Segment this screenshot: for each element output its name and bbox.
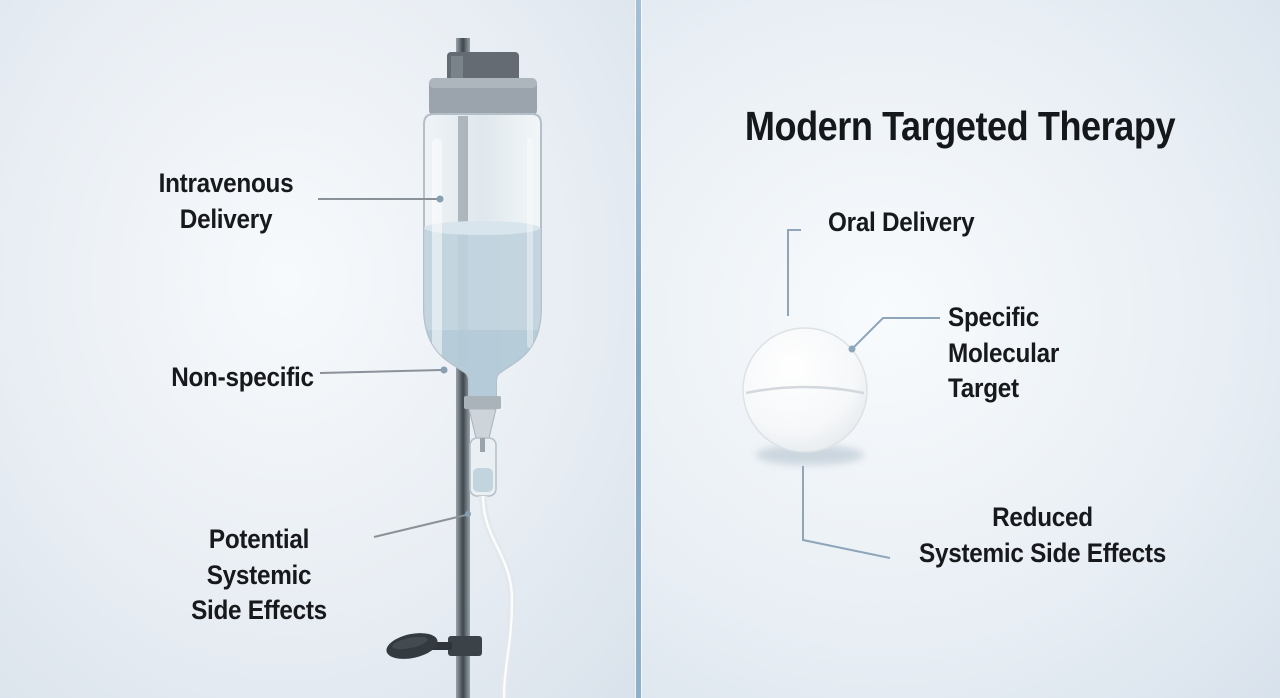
label-specific-molecular-target: Specific Molecular Target [948, 302, 1060, 404]
connector-specific [853, 317, 940, 348]
bottle-cap [429, 52, 537, 116]
left-connector-lines [318, 198, 467, 538]
iv-tube [479, 495, 517, 698]
tablet-illustration-icon [742, 229, 940, 559]
right-connector-lines [787, 229, 940, 559]
connector-nonspecific [319, 369, 443, 374]
connector-dot [436, 195, 444, 203]
label-reduced-systemic-side-effects: Reduced Systemic Side Effects [919, 502, 1166, 568]
iv-drip-illustration-icon [318, 38, 542, 698]
targeted-therapy-panel [641, 0, 1280, 698]
oral-tablet-icon [742, 327, 868, 453]
connector-potential [373, 514, 467, 538]
connector-reduced [802, 466, 891, 559]
pole-clamp [386, 633, 482, 659]
right-panel-title: Modern Targeted Therapy [744, 103, 1176, 149]
connector-oral [787, 229, 801, 316]
label-potential-systemic-side-effects: Potential Systemic Side Effects [191, 524, 327, 626]
label-intravenous-delivery: Intravenous Delivery [158, 168, 294, 234]
connector-dot [465, 511, 471, 517]
drip-chamber [464, 396, 501, 497]
panel-divider [636, 0, 641, 698]
label-non-specific: Non-specific [171, 362, 314, 392]
pill-score-line [745, 385, 865, 395]
pill-shadow [756, 445, 864, 465]
connector-dot [440, 366, 448, 374]
label-oral-delivery: Oral Delivery [828, 207, 975, 237]
connector-dot [848, 345, 856, 353]
